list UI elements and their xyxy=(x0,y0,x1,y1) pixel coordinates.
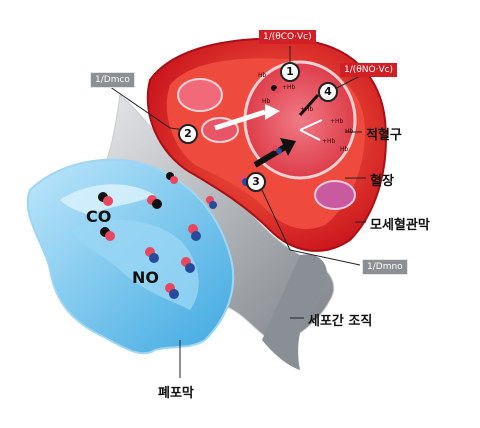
hb-label: Hb xyxy=(340,146,349,153)
step-2-marker: 2 xyxy=(178,124,198,144)
step-1-marker: 1 xyxy=(280,62,300,82)
hb-label: +Hb xyxy=(300,106,314,113)
arrow-rbc-co xyxy=(298,93,320,117)
step-4-marker: 4 xyxy=(318,82,338,102)
step-3-marker: 3 xyxy=(246,172,266,192)
hb-label: Hb xyxy=(258,72,267,79)
co-label: CO xyxy=(86,207,112,226)
leader-theta-no xyxy=(332,75,361,91)
hb-label: +Hb xyxy=(282,84,296,91)
arrow-rbc-no xyxy=(299,119,323,141)
capillary-membrane-label: 모세혈관막 xyxy=(370,218,430,233)
hb-label: +Hb xyxy=(330,118,344,125)
arrow-co-path xyxy=(214,109,266,131)
molecules xyxy=(98,85,282,299)
alveolar-membrane-label: 폐포막 xyxy=(158,386,194,401)
tag-dm-co: 1/Dmco xyxy=(90,72,135,88)
tag-theta-co: 1/(θCO·Vc) xyxy=(259,30,316,44)
arrow-co-head xyxy=(265,104,280,120)
hb-label: Hb xyxy=(262,98,271,105)
rbc-small-1 xyxy=(177,78,223,112)
hb-label: Hb xyxy=(345,128,354,135)
arrow-no-head xyxy=(280,138,296,156)
rbc-label: 적혈구 xyxy=(366,128,402,143)
no-label: NO xyxy=(132,268,159,287)
plasma-label: 혈장 xyxy=(370,174,394,189)
interstitial-tail xyxy=(262,254,327,370)
rbc-small-3 xyxy=(314,180,356,210)
leader-dm-no xyxy=(261,189,361,266)
tag-dm-no: 1/Dmno xyxy=(362,259,408,275)
interstitial-label: 세포간 조직 xyxy=(308,314,373,329)
hb-label: +Hb xyxy=(322,138,336,145)
tag-theta-no: 1/(θNO·Vc) xyxy=(340,63,398,77)
